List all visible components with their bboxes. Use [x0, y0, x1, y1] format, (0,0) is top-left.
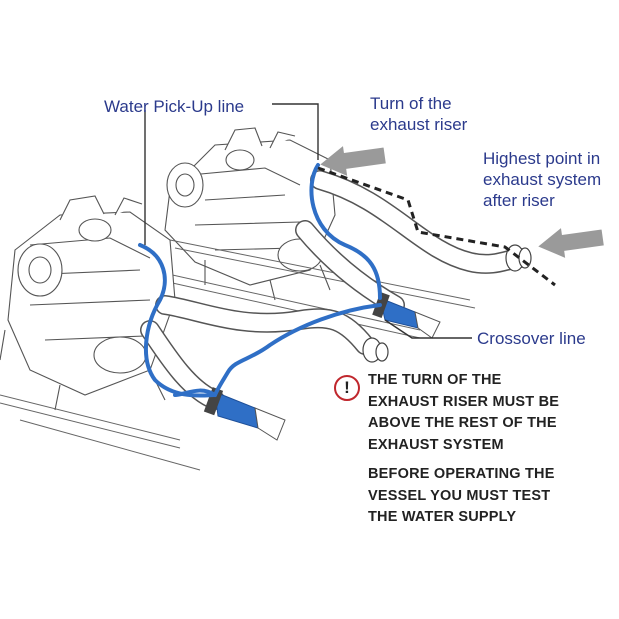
crossover-line [213, 303, 382, 397]
riser-arrow-icon [320, 138, 388, 176]
water-pickup-line-label: Water Pick-Up line [104, 97, 245, 116]
water-lines [138, 163, 382, 398]
warning-text-riser: THE TURN OF THE EXHAUST RISER MUST BE AB… [368, 372, 560, 453]
warning-text-test-water: BEFORE OPERATING THE VESSEL YOU MUST TES… [368, 466, 555, 525]
turn-of-exhaust-riser-label: Turn of the exhaust riser [370, 94, 468, 134]
crossover-line-label: Crossover line [477, 329, 586, 348]
front-engine-rails [0, 394, 201, 471]
leader-lines [144, 103, 472, 339]
front-engine [0, 195, 176, 411]
highest-point-label: Highest point in exhaust system after ri… [483, 149, 602, 210]
exclamation-warning-icon: ! [334, 375, 360, 401]
exhaust-pipes [140, 170, 530, 410]
pointer-arrows [320, 138, 606, 258]
highest-point-arrow-icon [538, 220, 606, 258]
exhaust-height-dashed-line [317, 166, 556, 287]
exhaust-outlets [203, 292, 441, 441]
rear-engine [164, 127, 336, 301]
rear-engine-rails [149, 239, 476, 339]
pipe-fittings [362, 244, 532, 363]
water-pickup-line-rear [309, 163, 382, 300]
water-pickup-line-front [138, 243, 217, 398]
